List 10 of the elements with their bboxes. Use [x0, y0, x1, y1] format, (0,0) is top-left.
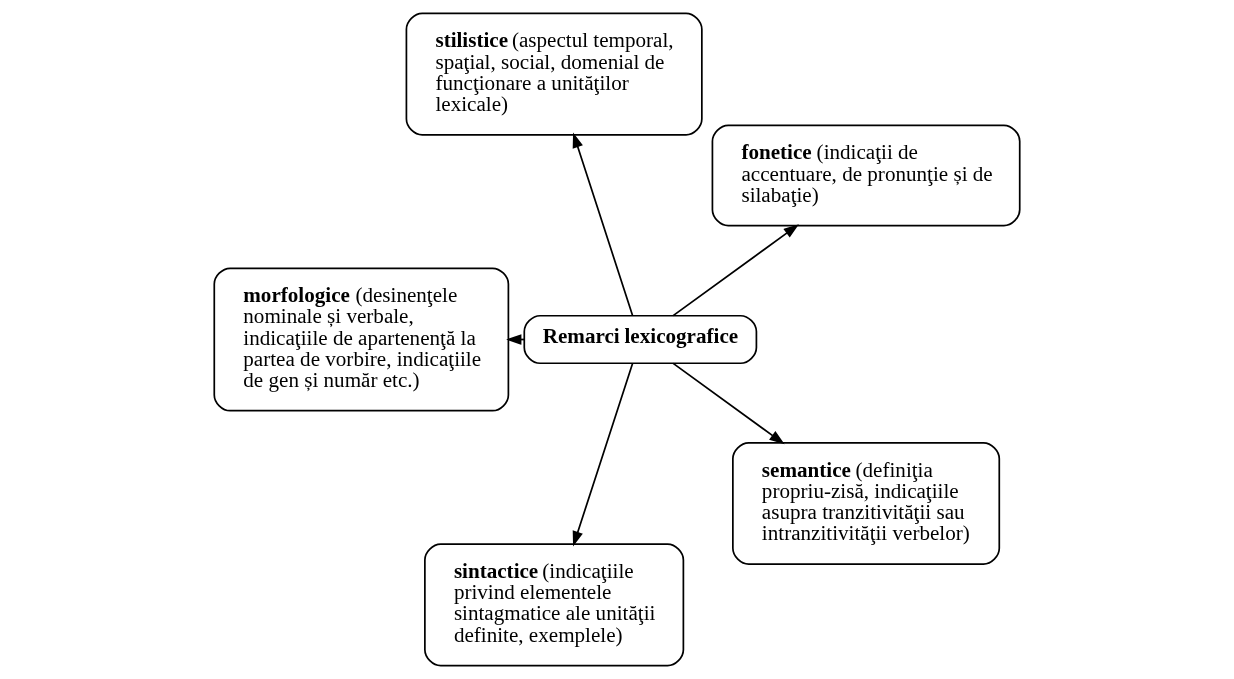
node-box: sintactice (indicaţiile privind elementele sintagmatice ale unităţii definite, exemplele) [424, 543, 685, 667]
node-box: stilistice (aspectul temporal, spaţial, social, domenial de funcţionare a unităţilor lexicale) [405, 12, 703, 136]
node-box: semantice (definiţia propriu-zisă, indicaţiile asupra tranzitivităţii sau intranzitivităţii verbelor) [732, 442, 1001, 566]
node-box: morfologice (desinenţele nominale și verbale, indicaţiile de apartenenţă la partea de vorbire, indicaţiile de gen și număr etc.) [213, 267, 510, 412]
arrow [572, 132, 634, 317]
arrow [672, 362, 785, 445]
node-box: fonetice (indicaţii de accentuare, de pronunţie și de silabaţie) [711, 124, 1021, 227]
arrow [672, 224, 799, 317]
arrow [572, 362, 634, 547]
node-box: Remarci lexicografice [523, 314, 758, 365]
